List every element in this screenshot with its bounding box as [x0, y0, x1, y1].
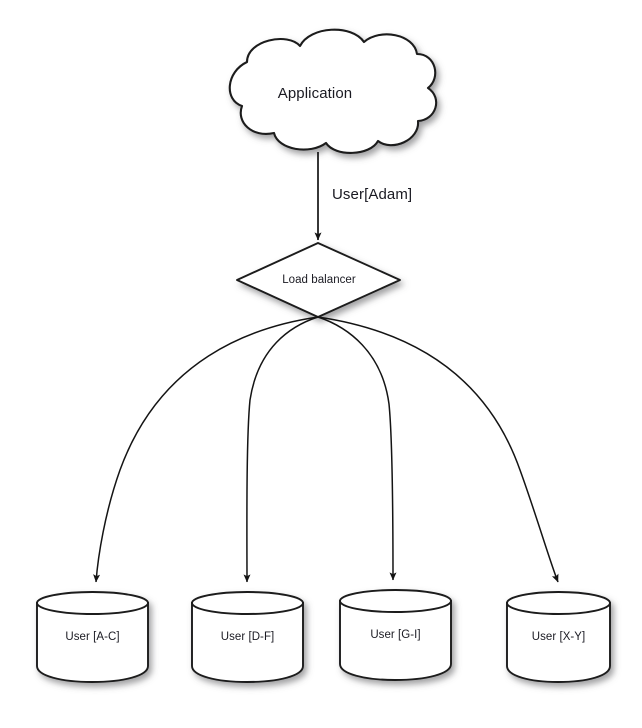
- edge-balancer-to-shard-3: [317, 316, 397, 581]
- node-shard-2[interactable]: [191, 591, 304, 683]
- node-shard-1[interactable]: [36, 591, 149, 683]
- edge-balancer-to-shard-4: [317, 316, 559, 583]
- node-load-balancer[interactable]: [236, 242, 401, 318]
- node-shard-4[interactable]: [506, 591, 611, 683]
- node-shard-3[interactable]: [339, 589, 452, 681]
- node-application[interactable]: [228, 28, 438, 154]
- edge-balancer-to-shard-2: [243, 316, 319, 583]
- edge-balancer-to-shard-1: [93, 316, 319, 583]
